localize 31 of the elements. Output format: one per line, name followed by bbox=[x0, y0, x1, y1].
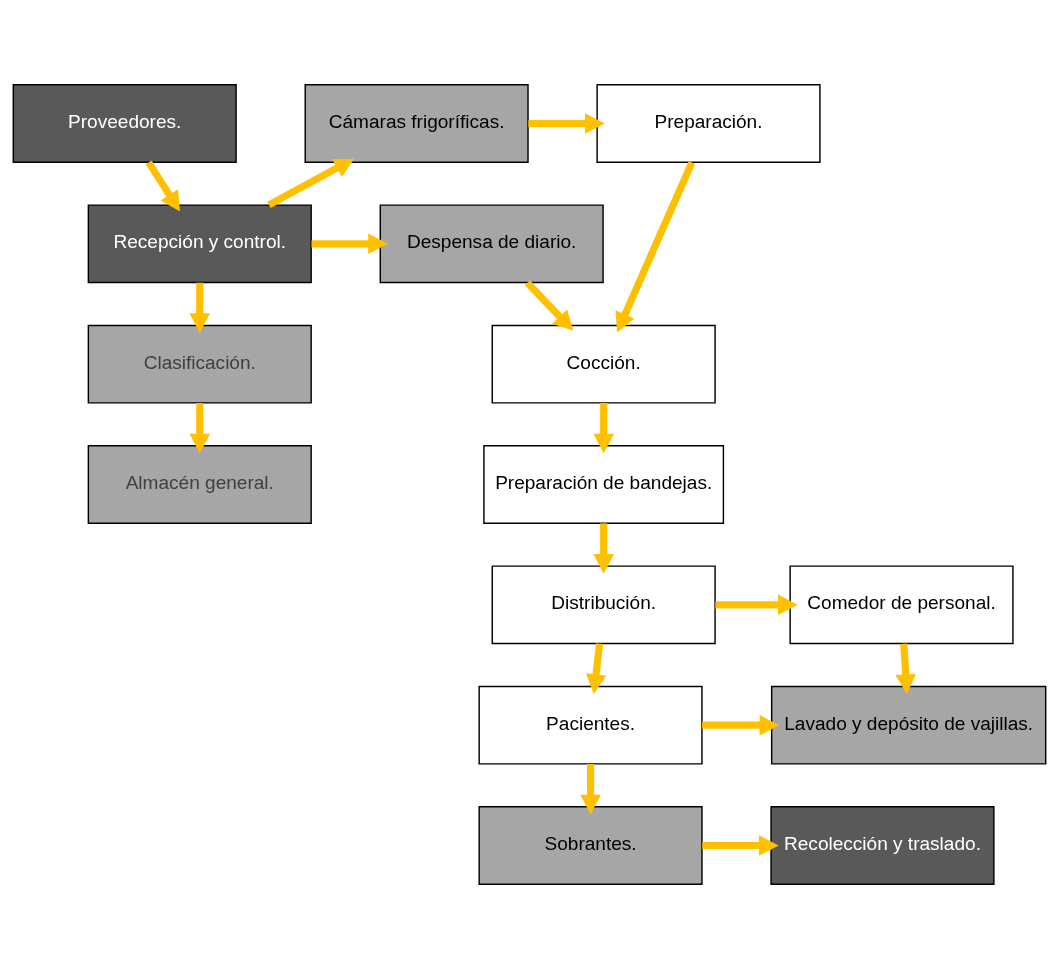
arrow bbox=[528, 113, 605, 134]
node-box: Clasificación. bbox=[87, 324, 312, 404]
arrow bbox=[593, 403, 614, 454]
node-box: Preparación. bbox=[596, 84, 821, 163]
node-box: Pacientes. bbox=[478, 685, 703, 765]
arrow bbox=[145, 160, 180, 212]
node-box: Recepción y control. bbox=[87, 204, 312, 284]
node-box: Preparación de bandejas. bbox=[483, 445, 725, 524]
node-box: Almacén general. bbox=[87, 445, 312, 524]
arrow bbox=[702, 835, 779, 856]
node-box: Cocción. bbox=[491, 324, 716, 404]
arrow bbox=[189, 403, 211, 454]
arrow bbox=[702, 714, 780, 736]
arrow bbox=[580, 764, 601, 815]
node-box: Proveedores. bbox=[12, 84, 237, 163]
node-box: Recolección y traslado. bbox=[770, 806, 995, 885]
node-box: Cámaras frigoríficas. bbox=[304, 84, 529, 163]
node-box: Lavado y depósito de vajillas. bbox=[770, 685, 1047, 765]
arrow bbox=[715, 594, 798, 616]
node-box: Comedor de personal. bbox=[789, 565, 1014, 645]
arrow bbox=[189, 282, 211, 333]
node-box: Distribución. bbox=[491, 565, 716, 645]
arrow bbox=[593, 523, 614, 574]
arrow bbox=[524, 280, 574, 331]
arrow bbox=[895, 643, 916, 694]
arrow bbox=[267, 158, 355, 209]
node-box: Despensa de diario. bbox=[379, 204, 604, 284]
arrow bbox=[585, 643, 607, 694]
arrow bbox=[615, 161, 696, 333]
arrow bbox=[311, 233, 388, 255]
node-box: Sobrantes. bbox=[478, 806, 703, 885]
